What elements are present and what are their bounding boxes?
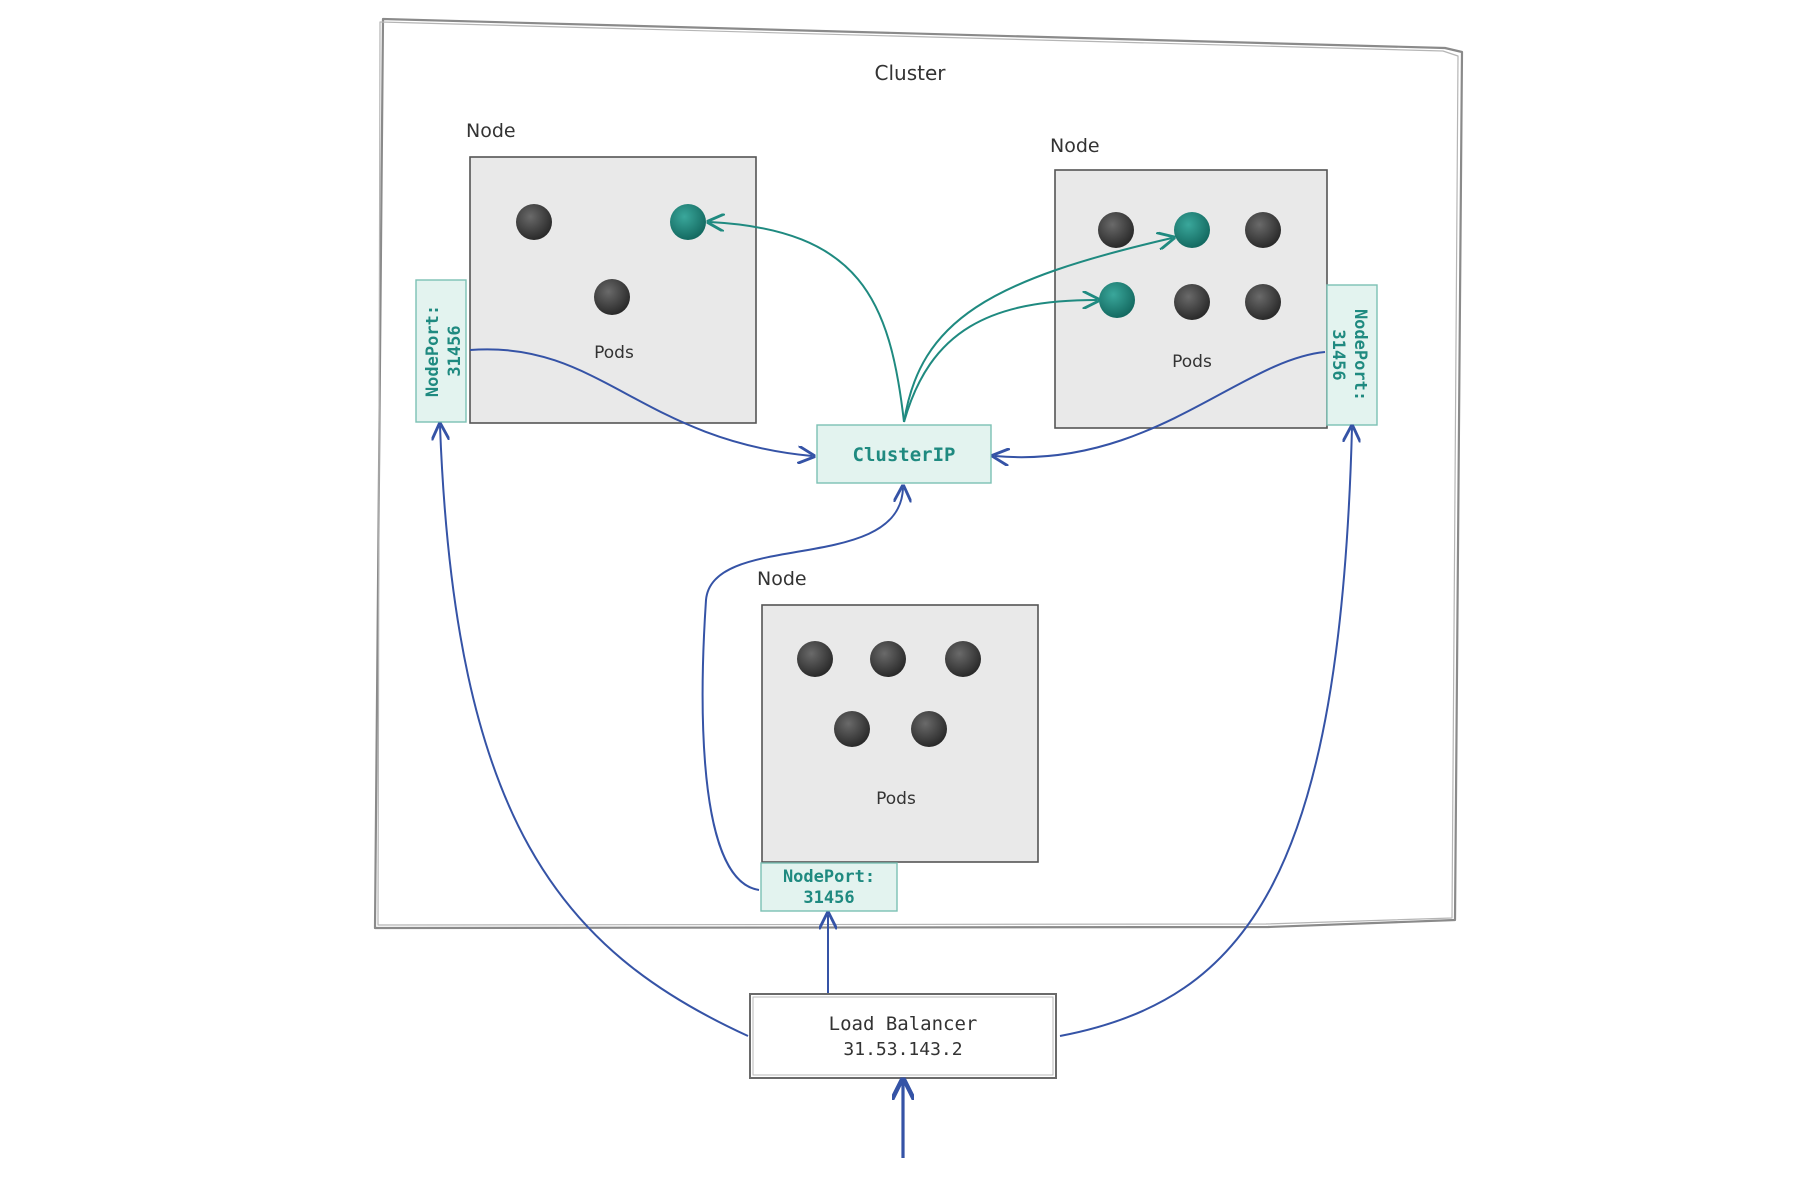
load-balancer-title: Load Balancer bbox=[829, 1013, 978, 1035]
arrow-lb-to-nodeport-right bbox=[1059, 428, 1352, 1037]
nodeport-bottom-line2: 31456 bbox=[803, 888, 854, 908]
arrow-clusterip-to-pod-node2-bottom bbox=[903, 300, 1097, 423]
load-balancer-ip: 31.53.143.2 bbox=[843, 1039, 962, 1060]
arrow-clusterip-to-pod-node2-top bbox=[903, 238, 1172, 423]
pod-node3-1 bbox=[797, 641, 833, 677]
pods-label-2: Pods bbox=[1172, 352, 1212, 372]
pod-node1-1 bbox=[516, 204, 552, 240]
pod-node1-3 bbox=[594, 279, 630, 315]
arrow-nodeport-right-to-clusterip bbox=[995, 351, 1326, 457]
clusterip-box: ClusterIP bbox=[816, 424, 992, 484]
pod-node2-6 bbox=[1245, 284, 1281, 320]
pod-node3-4 bbox=[834, 711, 870, 747]
arrow-nodeport-left-to-clusterip bbox=[469, 348, 812, 456]
nodeport-right-line2: 31456 bbox=[1328, 329, 1348, 380]
node-box-3 bbox=[761, 604, 1039, 863]
cluster-title: Cluster bbox=[875, 61, 947, 85]
pod-node2-5 bbox=[1174, 284, 1210, 320]
pod-node2-2-target bbox=[1174, 212, 1210, 248]
nodeport-bottom-line1: NodePort: bbox=[783, 867, 875, 887]
nodeport-left-line2: 31456 bbox=[445, 325, 465, 376]
pods-label-1: Pods bbox=[594, 343, 634, 363]
nodeport-right: NodePort: 31456 bbox=[1326, 284, 1378, 426]
pods-label-3: Pods bbox=[876, 789, 916, 809]
load-balancer-box: Load Balancer 31.53.143.2 bbox=[749, 993, 1057, 1079]
node-label-3: Node bbox=[757, 568, 807, 590]
pod-node2-3 bbox=[1245, 212, 1281, 248]
arrow-nodeport-bottom-to-clusterip bbox=[701, 488, 903, 891]
clusterip-label: ClusterIP bbox=[853, 444, 956, 466]
pod-node3-5 bbox=[911, 711, 947, 747]
pod-node1-2-target bbox=[670, 204, 706, 240]
pod-node2-4-target bbox=[1099, 282, 1135, 318]
arrow-lb-to-nodeport-left bbox=[440, 426, 749, 1037]
cluster-boundary bbox=[373, 17, 1464, 930]
nodeport-right-line1: NodePort: bbox=[1350, 309, 1370, 401]
node-label-2: Node bbox=[1050, 135, 1100, 157]
nodeport-left-line1: NodePort: bbox=[423, 305, 443, 397]
node-label-1: Node bbox=[466, 120, 516, 142]
nodeport-bottom: NodePort: 31456 bbox=[760, 862, 898, 912]
nodeport-left: NodePort: 31456 bbox=[415, 279, 467, 423]
pod-node3-2 bbox=[870, 641, 906, 677]
pod-node2-1 bbox=[1098, 212, 1134, 248]
arrow-clusterip-to-pod-node1 bbox=[710, 222, 905, 423]
pod-node3-3 bbox=[945, 641, 981, 677]
